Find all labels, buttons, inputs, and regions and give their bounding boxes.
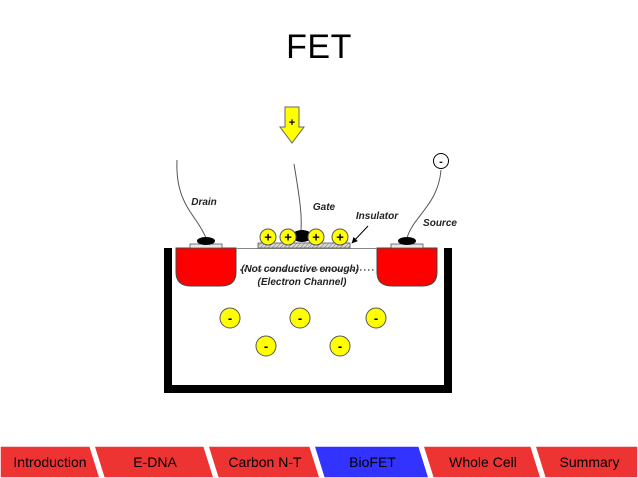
electron: - [255, 335, 277, 357]
nav-tab-label: BioFET [349, 454, 396, 470]
drain-contact [189, 237, 223, 249]
insulator-label: Insulator [356, 211, 399, 222]
gate-label: Gate [313, 202, 336, 213]
svg-text:+: + [312, 230, 320, 245]
source-wire [406, 169, 442, 239]
source-doped-region [376, 247, 438, 287]
nav-tab-label: E-DNA [133, 454, 177, 470]
drain-doped-region [175, 247, 237, 287]
slide-title: FET [286, 28, 352, 66]
svg-text:+: + [264, 230, 272, 245]
nav-tab-biofet[interactable]: BioFET [313, 446, 430, 478]
electron: - [329, 335, 351, 357]
gate-charge-plus: + [279, 228, 297, 246]
svg-text:-: - [228, 311, 232, 326]
electron: - [219, 307, 241, 329]
svg-text:-: - [298, 311, 302, 326]
nav-tab-label: Introduction [13, 454, 86, 470]
nav-tab-carbon-n-t[interactable]: Carbon N-T [207, 446, 321, 478]
gate-charge-plus: + [259, 228, 277, 246]
svg-text:-: - [374, 311, 378, 326]
electron: - [365, 307, 387, 329]
gate-electrode [292, 230, 312, 242]
gate-wire [293, 163, 302, 231]
nav-tab-label: Carbon N-T [228, 454, 302, 470]
source-sign: - [439, 156, 443, 168]
svg-text:-: - [338, 339, 342, 354]
insulator-layer [257, 242, 351, 249]
section-nav-bar: Introduction E-DNA Carbon N-T BioFET Whole C… [0, 446, 638, 478]
source-label: Source [423, 218, 457, 229]
nav-tab-label: Summary [560, 454, 620, 470]
substrate [164, 248, 452, 393]
electron-channel-label: (Electron Channel) [258, 277, 348, 288]
nav-tab-label: Whole Cell [449, 454, 517, 470]
gate-charge-plus: + [307, 228, 325, 246]
electron: - [289, 307, 311, 329]
source-terminal-minus: - [433, 153, 449, 169]
not-conductive-label: (Not conductive enough) [241, 264, 359, 275]
drain-label: Drain [191, 197, 217, 208]
gate-arrow-sign: + [289, 117, 295, 129]
drain-wire [176, 159, 207, 239]
electrons: - - - - - [219, 307, 387, 357]
nav-tab-e-dna[interactable]: E-DNA [93, 446, 215, 478]
nav-tab-introduction[interactable]: Introduction [0, 446, 101, 478]
nav-tab-summary[interactable]: Summary [534, 446, 638, 478]
svg-text:+: + [336, 230, 344, 245]
gate-charge-plus: + [331, 228, 349, 246]
svg-text:-: - [264, 339, 268, 354]
fet-diagram: + - + + + + (Not conductive enough) (Electr… [164, 106, 457, 393]
nav-tab-whole-cell[interactable]: Whole Cell [422, 446, 542, 478]
gate-charges: + + + + [259, 228, 349, 246]
insulator-pointer [351, 225, 369, 244]
svg-text:+: + [284, 230, 292, 245]
source-contact [390, 237, 424, 249]
gate-voltage-arrow: + [279, 106, 305, 144]
